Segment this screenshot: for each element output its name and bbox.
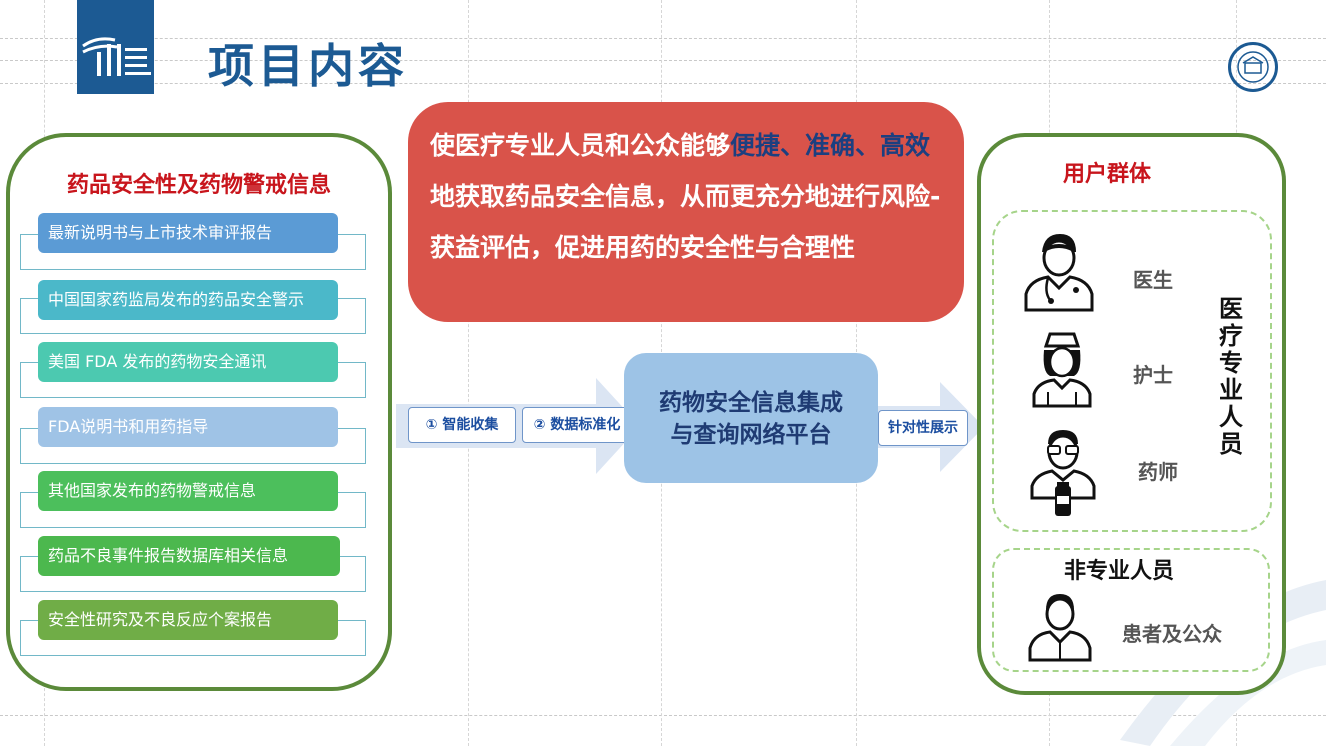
goal-emphasis-2: 高效: [880, 131, 931, 160]
guide-line: [468, 0, 469, 746]
goal-emphasis-1: 便捷、准确、: [730, 131, 881, 160]
platform-line-1: 药物安全信息集成: [659, 390, 843, 416]
guide-line: [0, 715, 1326, 716]
page-title: 项目内容: [208, 39, 408, 93]
goal-text-part1: 使医疗专业人员和公众能够: [430, 131, 731, 160]
professional-label: 医疗专业人员: [1219, 295, 1243, 458]
pharmacist-icon: [1030, 430, 1096, 516]
university-seal-icon: [1228, 42, 1278, 92]
platform-line-2: 与查询网络平台: [670, 422, 832, 448]
source-item-case-reports: 安全性研究及不良反应个案报告: [38, 600, 338, 640]
source-item-fda-communications: 美国 FDA 发布的药物安全通讯: [38, 342, 338, 382]
source-item-label-info: 最新说明书与上市技术审评报告: [38, 213, 338, 253]
role-patient-public: 患者及公众: [1122, 622, 1222, 646]
guide-line: [0, 38, 1326, 39]
role-doctor: 医生: [1133, 268, 1173, 292]
patient-icon: [1028, 594, 1092, 662]
step-smart-collection: ① 智能收集: [408, 407, 516, 443]
role-pharmacist: 药师: [1138, 460, 1178, 484]
source-item-fda-labels: FDA说明书和用药指导: [38, 407, 338, 447]
nonprofessional-label: 非专业人员: [1064, 559, 1175, 584]
guide-line: [0, 60, 1326, 61]
professional-group: [992, 210, 1272, 532]
goal-statement: 使医疗专业人员和公众能够便捷、准确、高效地获取药品安全信息，从而更充分地进行风险…: [408, 102, 964, 322]
step-targeted-display: 针对性展示: [878, 410, 968, 446]
logo: [77, 0, 154, 94]
source-item-other-countries: 其他国家发布的药物警戒信息: [38, 471, 338, 511]
users-title: 用户群体: [1062, 162, 1151, 187]
source-item-nmpa-alerts: 中国国家药监局发布的药品安全警示: [38, 280, 338, 320]
source-item-adverse-event-db: 药品不良事件报告数据库相关信息: [38, 536, 340, 576]
step-data-standardization: ② 数据标准化: [522, 407, 632, 443]
goal-text-part2: 地获取药品安全信息，从而更充分地进行风险-获益评估，促进用药的安全性与合理性: [430, 182, 941, 262]
flow-arrow-left: [396, 378, 640, 474]
platform-box: 药物安全信息集成 与查询网络平台: [624, 353, 878, 483]
role-nurse: 护士: [1133, 363, 1173, 387]
doctor-icon: [1024, 234, 1094, 312]
nurse-icon: [1032, 332, 1092, 408]
users-panel: [977, 133, 1286, 695]
guide-line: [0, 83, 1326, 84]
sources-title: 药品安全性及药物警戒信息: [66, 173, 331, 198]
nonprofessional-group: [992, 548, 1270, 672]
logo-mark-icon: [82, 37, 151, 76]
